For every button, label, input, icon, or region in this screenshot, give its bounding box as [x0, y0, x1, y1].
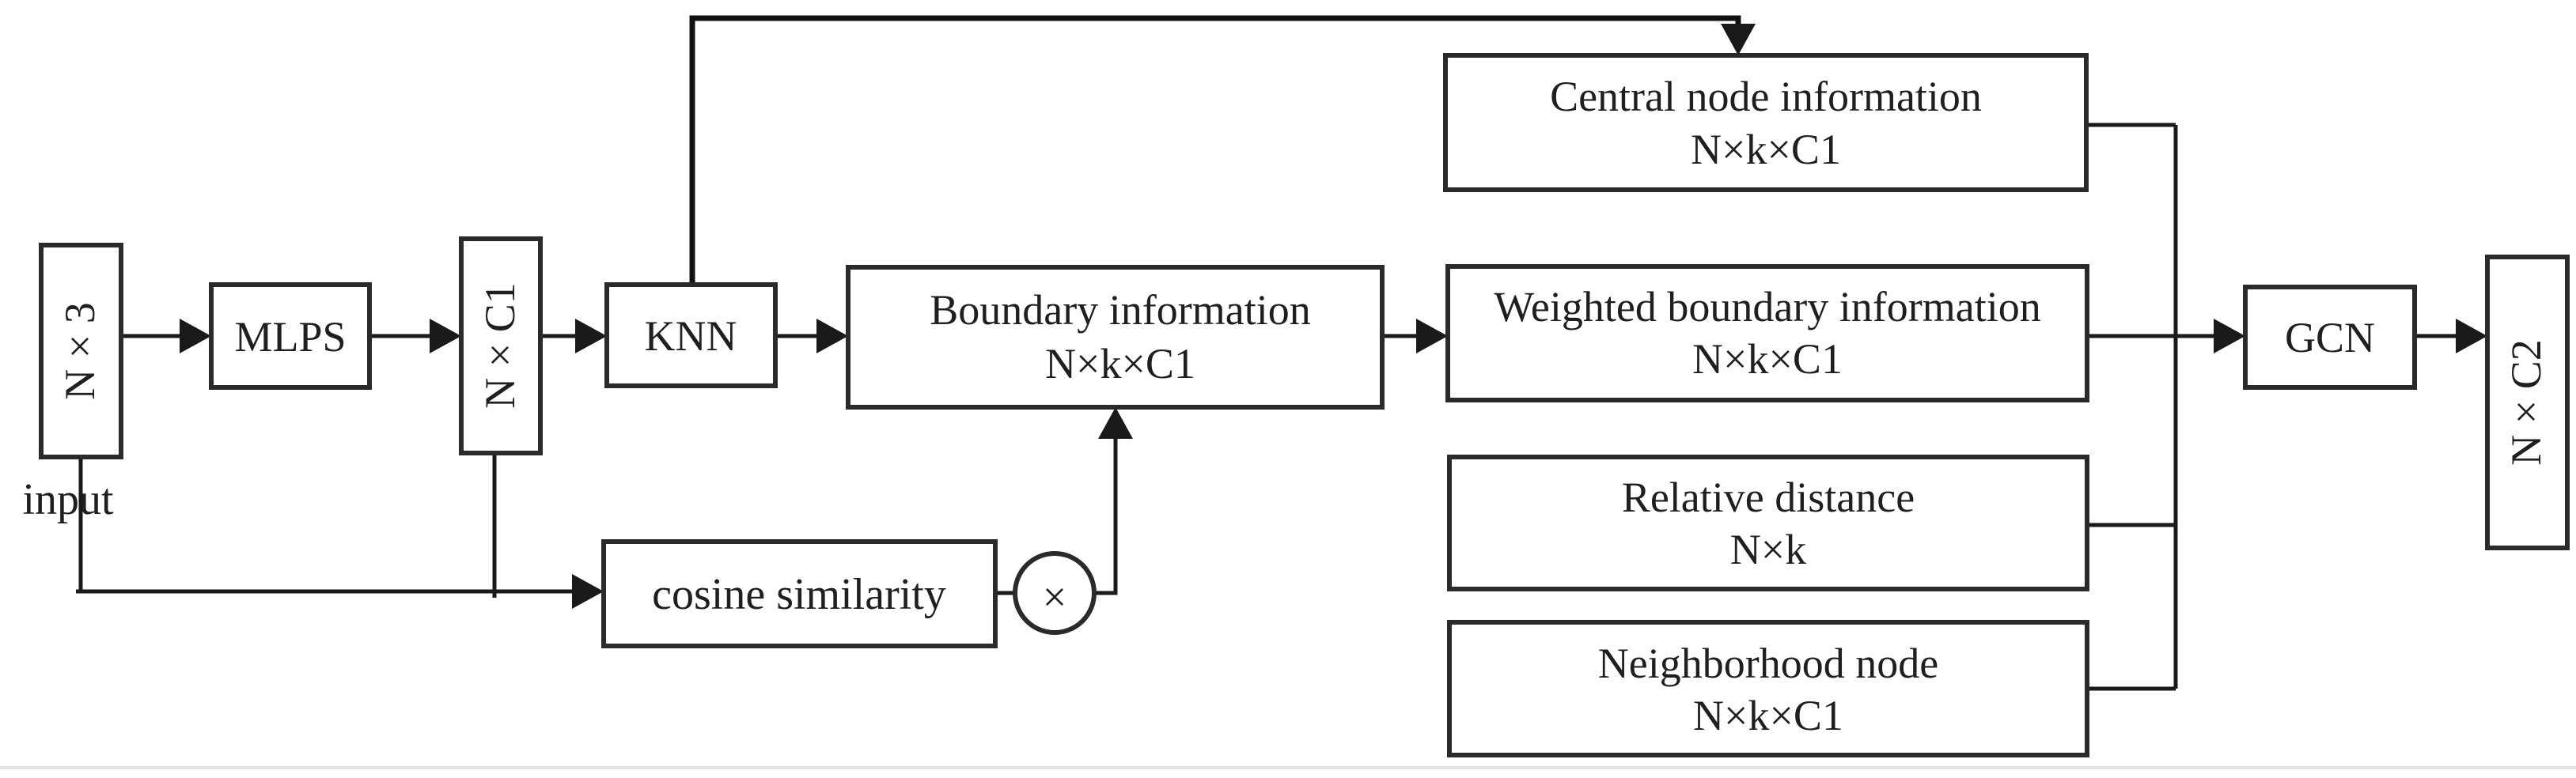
arrowhead-into-weighted	[1416, 319, 1448, 353]
feature-tensor-label: N × C1	[476, 282, 524, 408]
input-caption: input	[22, 475, 114, 524]
knn-label: KNN	[645, 312, 737, 360]
mlps-label: MLPS	[234, 313, 346, 361]
output-tensor-box	[2485, 255, 2570, 550]
knn-box	[604, 282, 778, 388]
multiply-operator-icon: ×	[1043, 573, 1066, 621]
arrowhead-into-nc1	[430, 319, 461, 353]
central-node-information-label-line2: N×k×C1	[1691, 126, 1841, 173]
central-node-information-box	[1443, 53, 2089, 192]
relative-distance-box	[1447, 455, 2089, 591]
arrowhead-into-boundary-bottom	[1098, 407, 1133, 439]
neighborhood-node-label-line1: Neighborhood node	[1598, 640, 1938, 687]
mlps-box	[209, 282, 372, 390]
output-tensor-label: N × C2	[2502, 339, 2550, 465]
neighborhood-node-label-line2: N×k×C1	[1693, 692, 1843, 739]
arrowhead-into-central	[1721, 24, 1756, 55]
arrowhead-into-knn	[575, 319, 607, 353]
cosine-similarity-label: cosine similarity	[652, 570, 946, 619]
gcn-label: GCN	[2285, 314, 2375, 361]
central-node-information-label-line1: Central node information	[1550, 73, 1982, 120]
input-tensor-label: N × 3	[56, 302, 104, 399]
arrowhead-into-mlps	[180, 319, 211, 353]
boundary-information-box	[846, 265, 1385, 410]
boundary-information-label-line2: N×k×C1	[1045, 340, 1195, 387]
cosine-similarity-box	[601, 539, 998, 648]
weighted-boundary-information-label-line2: N×k×C1	[1692, 335, 1843, 383]
neighborhood-node-box	[1447, 620, 2089, 757]
connector-multiply-to-boundary	[1094, 435, 1118, 595]
arrowhead-into-gcn	[2214, 319, 2245, 353]
multiply-operator-circle	[1013, 551, 1097, 635]
arrowhead-into-cosine	[572, 574, 604, 609]
page-edge-line	[0, 766, 2576, 769]
relative-distance-label-line1: Relative distance	[1622, 474, 1915, 521]
input-tensor-box	[39, 243, 123, 459]
weighted-boundary-information-label-line1: Weighted boundary information	[1494, 283, 2040, 330]
arrowhead-into-nc2	[2456, 319, 2487, 353]
relative-distance-label-line2: N×k	[1730, 526, 1806, 573]
weighted-boundary-information-box	[1445, 264, 2089, 402]
arrowhead-into-boundary	[816, 319, 848, 353]
gcn-box	[2243, 285, 2417, 390]
connector-input-to-cosine	[76, 453, 576, 598]
boundary-information-label-line1: Boundary information	[930, 286, 1310, 334]
feature-tensor-box	[459, 236, 543, 455]
